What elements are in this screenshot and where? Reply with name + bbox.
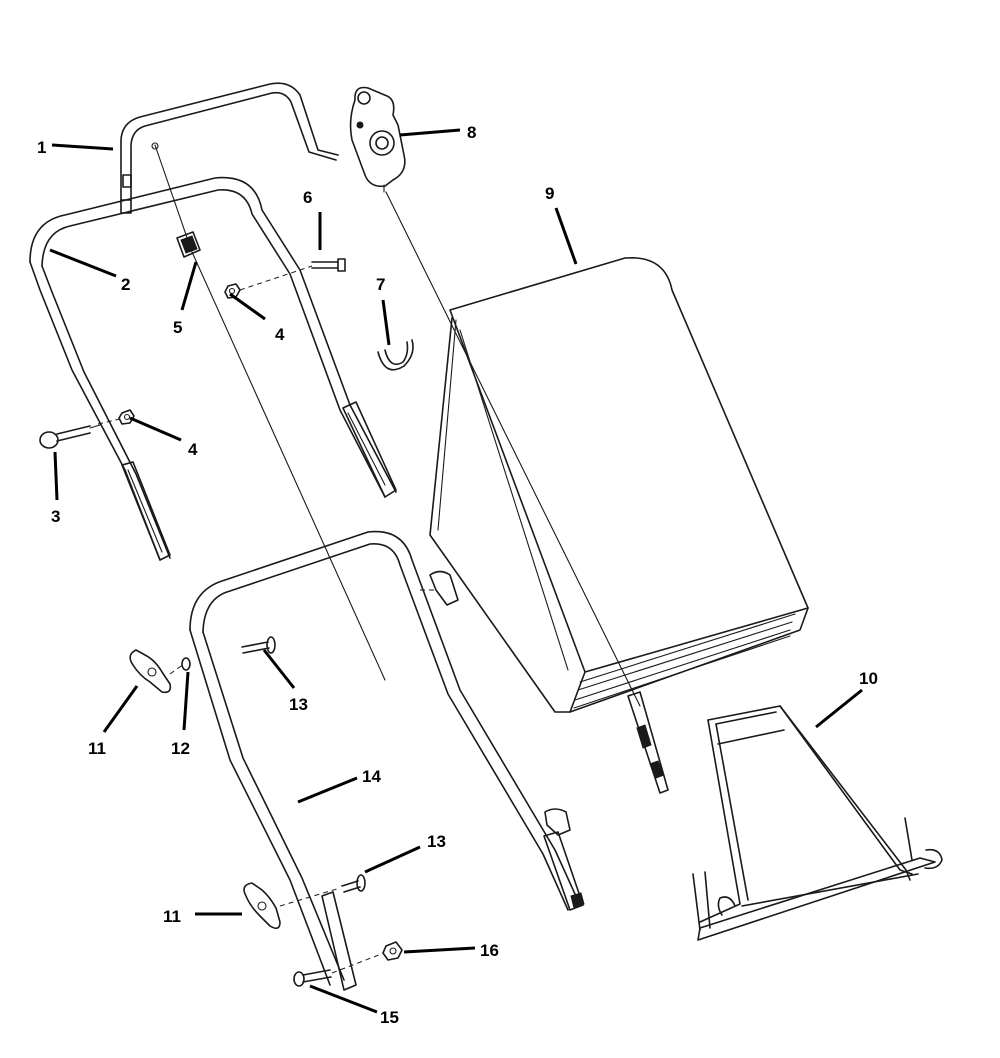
- callout-6: 6: [303, 188, 312, 207]
- cable-fitting: [627, 691, 669, 794]
- callout-11-lower: 11: [163, 907, 181, 926]
- callout-13-upper: 13: [289, 695, 308, 714]
- callout-2: 2: [121, 275, 130, 294]
- callout-14: 14: [362, 767, 381, 786]
- grass-bag-frame-part-10: [692, 705, 943, 941]
- callout-9: 9: [545, 184, 554, 203]
- callout-8: 8: [467, 123, 476, 142]
- assembly-line: [239, 265, 313, 291]
- callout-3: 3: [51, 507, 60, 526]
- assembly-line: [97, 417, 125, 425]
- callout-16: 16: [480, 941, 499, 960]
- throttle-cable: [385, 191, 641, 707]
- callout-1: 1: [37, 138, 46, 157]
- wing-knob-part-11-upper: [129, 649, 172, 694]
- upper-handle-part-2: [29, 176, 397, 561]
- callout-7: 7: [376, 275, 385, 294]
- bolt-part-6: [311, 258, 346, 272]
- assembly-line: [331, 952, 385, 974]
- grass-bag-part-9: [429, 257, 809, 713]
- callout-10: 10: [859, 669, 878, 688]
- lower-handle-part-14: [189, 530, 585, 991]
- cable-guide-part-3: [39, 424, 101, 449]
- assembly-line: [169, 663, 185, 675]
- assembly-line: [279, 887, 341, 907]
- bail-cable: [154, 144, 386, 681]
- callout-15: 15: [380, 1008, 399, 1027]
- wing-knob-part-11-lower: [243, 882, 281, 930]
- callout-13-lower: 13: [427, 832, 446, 851]
- carriage-bolt-part-13-upper: [241, 636, 276, 654]
- bolt-part-15: [293, 969, 332, 987]
- carriage-bolt-part-13-lower: [341, 874, 366, 893]
- callout-4-lower: 4: [188, 440, 198, 459]
- nut-part-4-lower: [118, 409, 135, 425]
- cable-clip-part-5: [176, 231, 201, 258]
- nut-part-16: [382, 941, 403, 961]
- callout-5: 5: [173, 318, 182, 337]
- callout-12: 12: [171, 739, 190, 758]
- callout-11-upper: 11: [88, 739, 106, 758]
- callout-4-upper: 4: [275, 325, 285, 344]
- washer-part-12: [181, 657, 191, 671]
- throttle-control-part-8: [349, 86, 406, 193]
- leader-lines: [49, 128, 863, 1014]
- cable-tie-part-7: [377, 339, 414, 371]
